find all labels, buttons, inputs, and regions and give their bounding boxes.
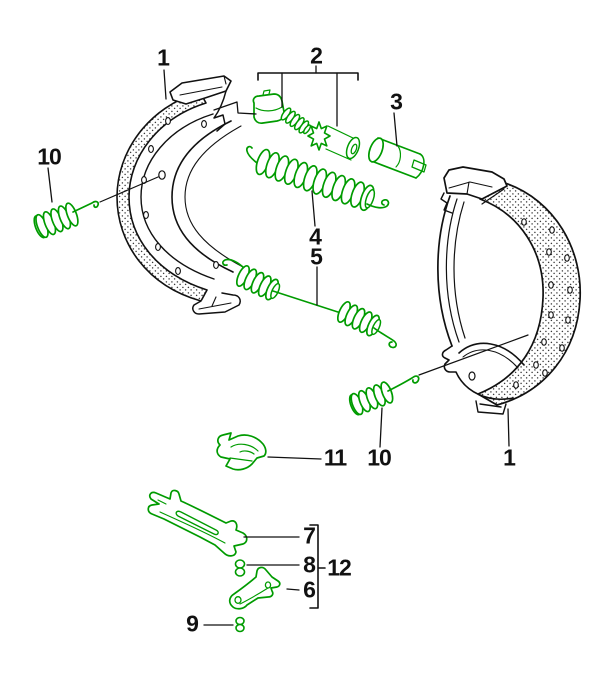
bracket-part12 xyxy=(309,524,326,609)
callout-11: 11 xyxy=(323,444,347,471)
brake-shoe-left xyxy=(116,75,244,315)
pin-upper xyxy=(234,559,246,577)
pin-lower xyxy=(235,616,245,633)
adjuster-star-wheel xyxy=(307,121,361,161)
lining-hole xyxy=(549,226,555,234)
lining-hole xyxy=(533,361,539,369)
lining-hole xyxy=(513,381,519,389)
callout-10-left: 10 xyxy=(37,143,62,170)
callout-9: 9 xyxy=(186,610,199,637)
shoe-hole xyxy=(165,117,171,125)
callout-12: 12 xyxy=(327,554,352,581)
shoe-hole xyxy=(213,261,219,269)
lining-hole xyxy=(559,344,565,352)
callout-leader-lines xyxy=(47,65,510,626)
shoe-hole xyxy=(155,243,161,251)
shoe-right-bottom-web xyxy=(441,345,514,400)
adjuster-bolt xyxy=(252,89,312,135)
shoe-hole xyxy=(468,371,476,381)
adjuster-sleeve xyxy=(367,137,427,179)
return-spring-double xyxy=(221,258,397,349)
shoe-hole xyxy=(148,145,154,153)
shoe-hole xyxy=(175,267,181,275)
lining-hole xyxy=(567,286,573,294)
callout-7: 7 xyxy=(303,522,316,549)
brake-shoe-right xyxy=(437,166,581,415)
hold-down-spring-right xyxy=(348,334,529,416)
shoe-left-top-tab xyxy=(169,75,232,105)
parking-lever xyxy=(228,566,281,610)
return-spring-long xyxy=(246,145,390,212)
callout-1-left: 1 xyxy=(157,44,170,71)
shoe-hole xyxy=(201,120,207,128)
callout-5: 5 xyxy=(310,243,323,270)
spreader-bar xyxy=(147,489,248,557)
callout-4: 4 xyxy=(309,223,322,250)
lining-hole xyxy=(546,248,552,256)
lining-hole xyxy=(548,281,554,289)
callout-8: 8 xyxy=(303,551,316,578)
lining-hole xyxy=(521,218,527,226)
callout-2: 2 xyxy=(310,42,323,69)
callout-6: 6 xyxy=(303,576,316,603)
lining-hole xyxy=(541,338,547,346)
callout-10-right: 10 xyxy=(367,444,392,471)
lining-hole xyxy=(565,316,571,324)
lining-hole xyxy=(542,369,548,377)
shoe-left-bottom-tab xyxy=(192,292,241,315)
lining-hole xyxy=(564,254,570,262)
spring-anchor-hole xyxy=(158,170,166,180)
callout-1-right: 1 xyxy=(503,444,516,471)
bracket-part2 xyxy=(257,72,359,81)
shoe-hole xyxy=(143,211,149,219)
lining-hole xyxy=(548,311,554,319)
retainer-bracket xyxy=(216,432,267,471)
callout-3: 3 xyxy=(390,88,403,115)
hold-down-spring-left xyxy=(33,176,159,239)
